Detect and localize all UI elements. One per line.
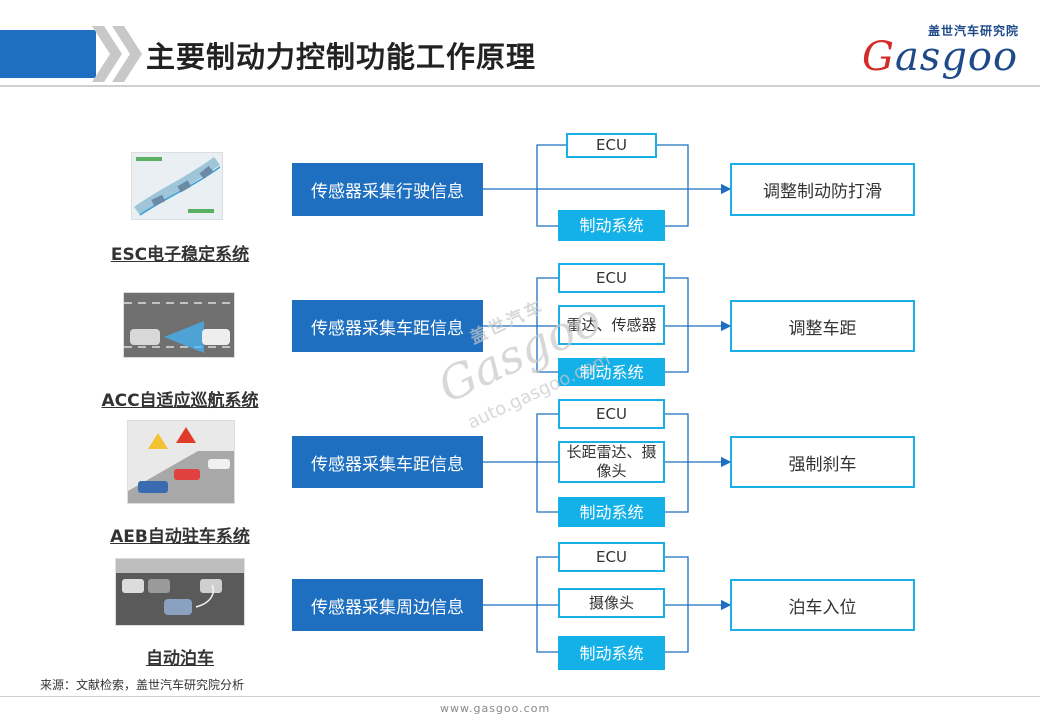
sensor-box: 传感器采集车距信息 [292,436,483,488]
brake-system-box: 制动系统 [558,358,665,386]
ecu-box: ECU [558,399,665,429]
brake-system-box: 制动系统 [558,210,665,241]
footer-divider [0,696,1040,697]
brake-system-box: 制动系统 [558,497,665,527]
footer-url: www.gasgoo.com [440,702,551,715]
camera-box: 摄像头 [558,588,665,618]
aeb-diagram-image [127,420,235,504]
radar-sensor-box: 雷达、传感器 [558,305,665,345]
parking-diagram-image [115,558,245,626]
result-box: 强制刹车 [730,436,915,488]
sensor-box: 传感器采集周边信息 [292,579,483,631]
radar-camera-box: 长距雷达、摄像头 [558,441,665,483]
header-band [0,30,96,78]
page-title: 主要制动力控制功能工作原理 [146,40,537,74]
acc-diagram-image [123,292,235,358]
result-box: 调整车距 [730,300,915,352]
esc-diagram-image [131,152,223,220]
logo-subtitle: 盖世汽车研究院 [928,24,1020,38]
result-box: 调整制动防打滑 [730,163,915,216]
logo-wordmark: Gasgoo [862,34,1019,80]
chevron-icon [112,26,142,82]
system-label: AEB自动驻车系统 [110,527,250,547]
sensor-box: 传感器采集行驶信息 [292,163,483,216]
chevron-icon [92,26,122,82]
result-box: 泊车入位 [730,579,915,631]
ecu-box: ECU [566,133,657,158]
brake-system-box: 制动系统 [558,636,665,670]
gasgoo-logo: 盖世汽车研究院 Gasgoo [858,22,1028,80]
ecu-box: ECU [558,542,665,572]
ecu-box: ECU [558,263,665,293]
sensor-box: 传感器采集车距信息 [292,300,483,352]
header-divider [0,85,1040,87]
source-note: 来源：文献检索，盖世汽车研究院分析 [40,678,245,692]
system-label: ACC自适应巡航系统 [101,391,259,411]
system-label: ESC电子稳定系统 [110,245,250,265]
system-label: 自动泊车 [146,649,214,669]
